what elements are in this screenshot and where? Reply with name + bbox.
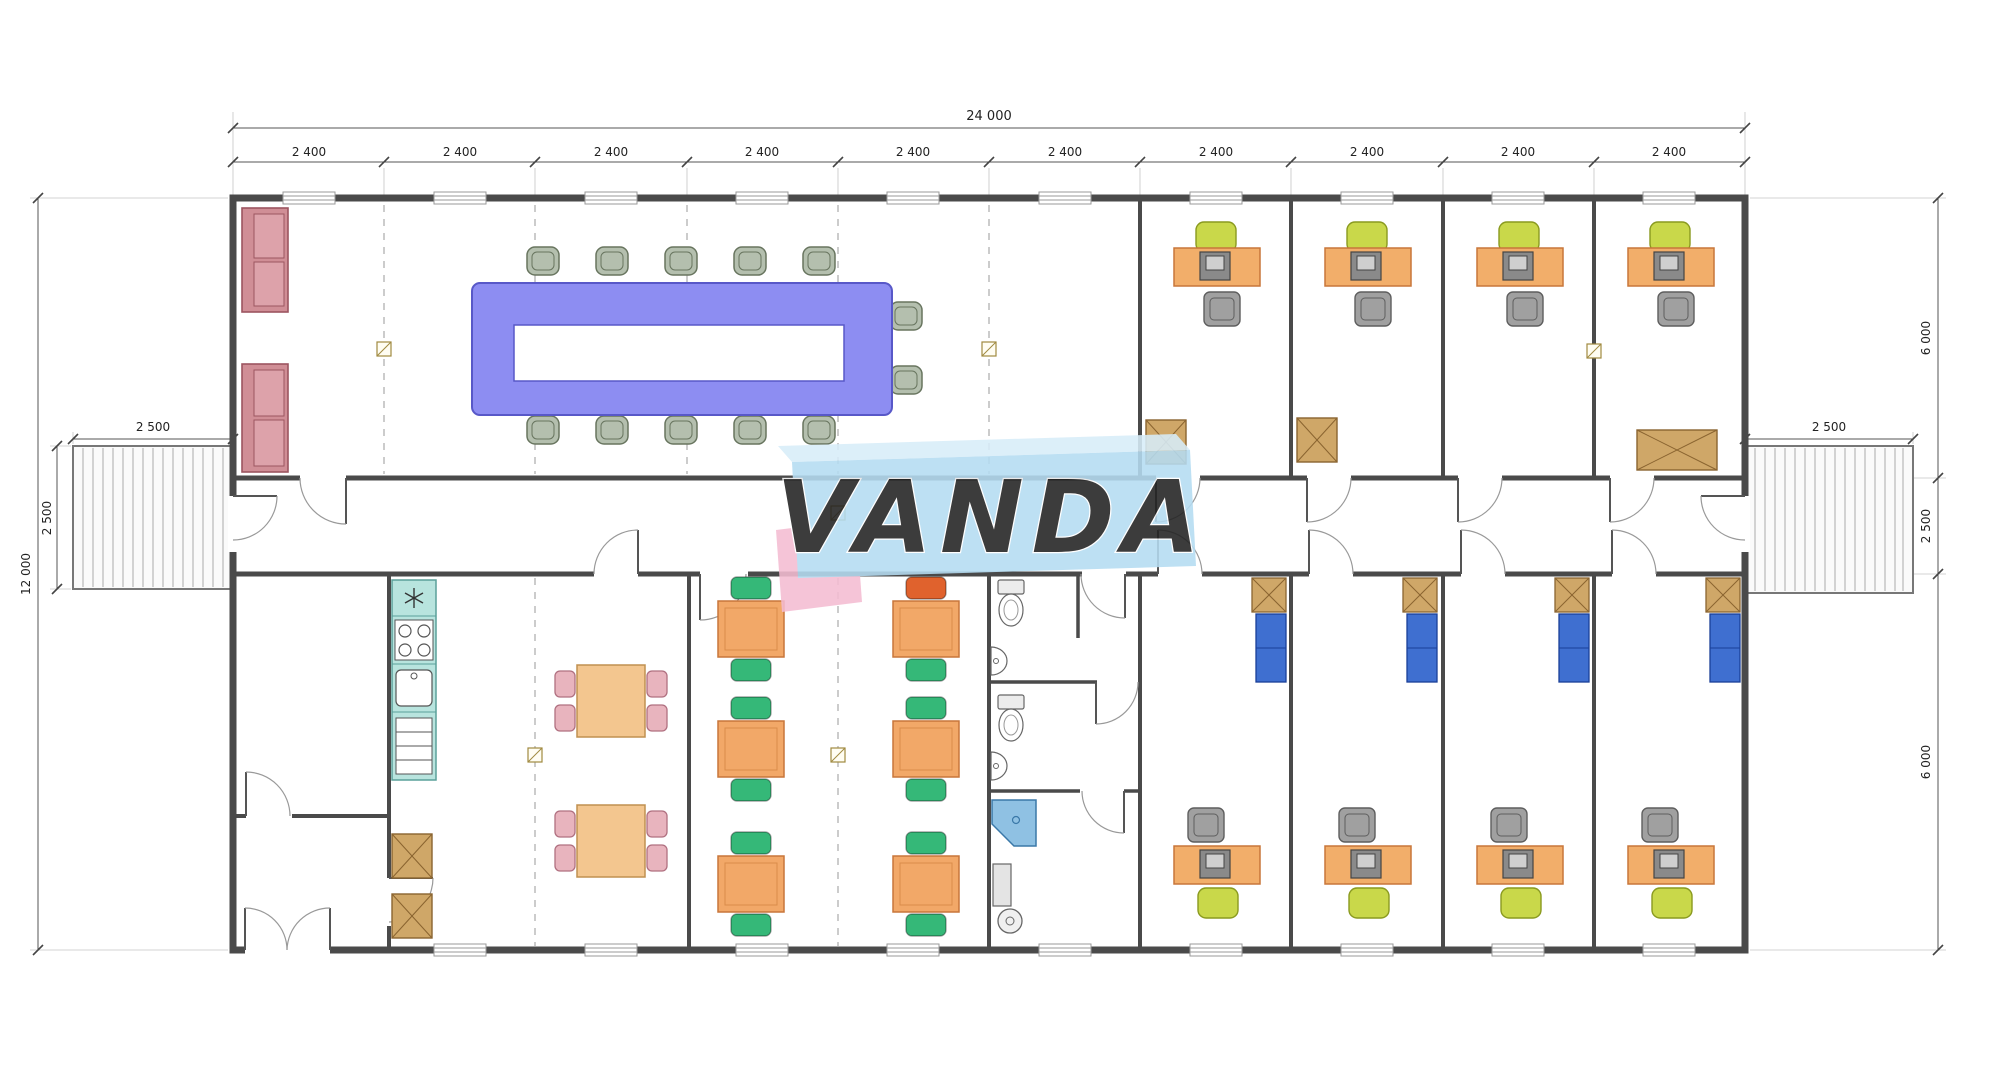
dim-label-seg-9: 2 400 — [1501, 145, 1535, 159]
canteen-chair — [730, 696, 772, 720]
washbasin-icon — [990, 646, 1008, 676]
drawer-unit-icon — [395, 717, 433, 775]
watermark-blue-shape — [792, 450, 1196, 578]
dim-label-seg-1: 2 400 — [292, 145, 326, 159]
office-desk-set — [1324, 221, 1412, 327]
dim-label-left-total: 12 000 — [19, 553, 33, 595]
dim-label-seg-4: 2 400 — [745, 145, 779, 159]
cabinet — [1296, 417, 1338, 463]
canteen-table — [892, 600, 960, 658]
shower-icon — [991, 799, 1037, 847]
canteen-table — [717, 855, 785, 913]
window — [433, 943, 487, 957]
office-desk-set — [1173, 577, 1287, 919]
canteen-table — [892, 855, 960, 913]
window — [735, 943, 789, 957]
vent-symbol-icon — [404, 588, 424, 608]
canteen-chair — [905, 778, 947, 802]
sofa — [241, 207, 289, 313]
cabinet — [391, 893, 433, 939]
cabinet — [391, 833, 433, 879]
canteen-chair — [905, 831, 947, 855]
canteen-chair-highlighted — [905, 576, 947, 600]
dim-label-right-ramp: 2 500 — [1812, 420, 1846, 434]
conference-table — [471, 282, 893, 416]
window — [282, 191, 336, 205]
window — [1642, 943, 1696, 957]
stove-icon — [394, 619, 434, 661]
watermark: VANDA — [775, 434, 1208, 612]
toilet-icon — [997, 694, 1025, 742]
office-desk-set — [1627, 577, 1741, 919]
window — [584, 191, 638, 205]
canteen-chair — [905, 913, 947, 937]
toilet-icon — [997, 579, 1025, 627]
office-desk-set — [1476, 577, 1590, 919]
canteen-chair — [905, 658, 947, 682]
office-desk-set — [1627, 221, 1715, 327]
dim-label-right-mid: 2 500 — [1919, 509, 1933, 543]
washbasin-icon — [990, 751, 1008, 781]
office-desk-set — [1476, 221, 1564, 327]
door-swing-arcs — [232, 477, 1746, 951]
dimension-annotations: 24 000 2 400 2 400 2 400 2 400 2 400 2 4… — [19, 109, 1946, 956]
entrance-ramp-right — [1744, 445, 1914, 594]
dim-label-seg-8: 2 400 — [1350, 145, 1384, 159]
canteen-table — [892, 720, 960, 778]
window — [735, 191, 789, 205]
canteen-table — [717, 720, 785, 778]
dining-table-set — [554, 664, 668, 738]
office-desk-set — [1173, 221, 1261, 327]
window — [1038, 191, 1092, 205]
window — [584, 943, 638, 957]
sofa — [241, 363, 289, 473]
canteen-table — [717, 600, 785, 658]
window — [886, 191, 940, 205]
window — [1491, 191, 1545, 205]
wall-openings — [228, 473, 1750, 955]
wc-room — [990, 579, 1037, 934]
window — [886, 943, 940, 957]
window — [1340, 943, 1394, 957]
canteen-chair — [730, 913, 772, 937]
meeting-room — [241, 207, 923, 473]
dim-label-right-top: 6 000 — [1919, 321, 1933, 355]
watermark-blue-top-face — [778, 434, 1190, 462]
offices-top — [1145, 221, 1718, 471]
canteen-chair — [730, 658, 772, 682]
water-heater-icon — [992, 863, 1012, 907]
kitchen-dining-room — [391, 579, 668, 939]
window — [1340, 191, 1394, 205]
dim-label-seg-5: 2 400 — [896, 145, 930, 159]
window — [1642, 191, 1696, 205]
dim-label-top-total: 24 000 — [966, 109, 1012, 124]
offices-bottom — [1173, 577, 1741, 919]
window — [433, 191, 487, 205]
floor-drain-icon — [997, 908, 1023, 934]
wardrobe-wide — [1636, 429, 1718, 471]
canteen-chair — [730, 831, 772, 855]
dim-label-right-bottom: 6 000 — [1919, 745, 1933, 779]
dim-label-seg-7: 2 400 — [1199, 145, 1233, 159]
dim-label-seg-3: 2 400 — [594, 145, 628, 159]
dim-label-seg-6: 2 400 — [1048, 145, 1082, 159]
canteen-chair — [730, 778, 772, 802]
window — [1038, 943, 1092, 957]
canteen-chair — [730, 576, 772, 600]
window — [1491, 943, 1545, 957]
dim-label-left-ramp: 2 500 — [136, 420, 170, 434]
window — [1189, 191, 1243, 205]
dim-label-seg-10: 2 400 — [1652, 145, 1686, 159]
kitchen-sink-icon — [395, 669, 433, 707]
dim-label-seg-2: 2 400 — [443, 145, 477, 159]
office-desk-set — [1324, 577, 1438, 919]
watermark-text: VANDA — [776, 459, 1208, 576]
dim-label-left-ramp-height: 2 500 — [40, 501, 54, 535]
entrance-ramp-left — [72, 445, 234, 590]
canteen-chair — [905, 696, 947, 720]
window — [1189, 943, 1243, 957]
dining-table-set — [554, 804, 668, 878]
kitchen-counter — [391, 579, 437, 781]
